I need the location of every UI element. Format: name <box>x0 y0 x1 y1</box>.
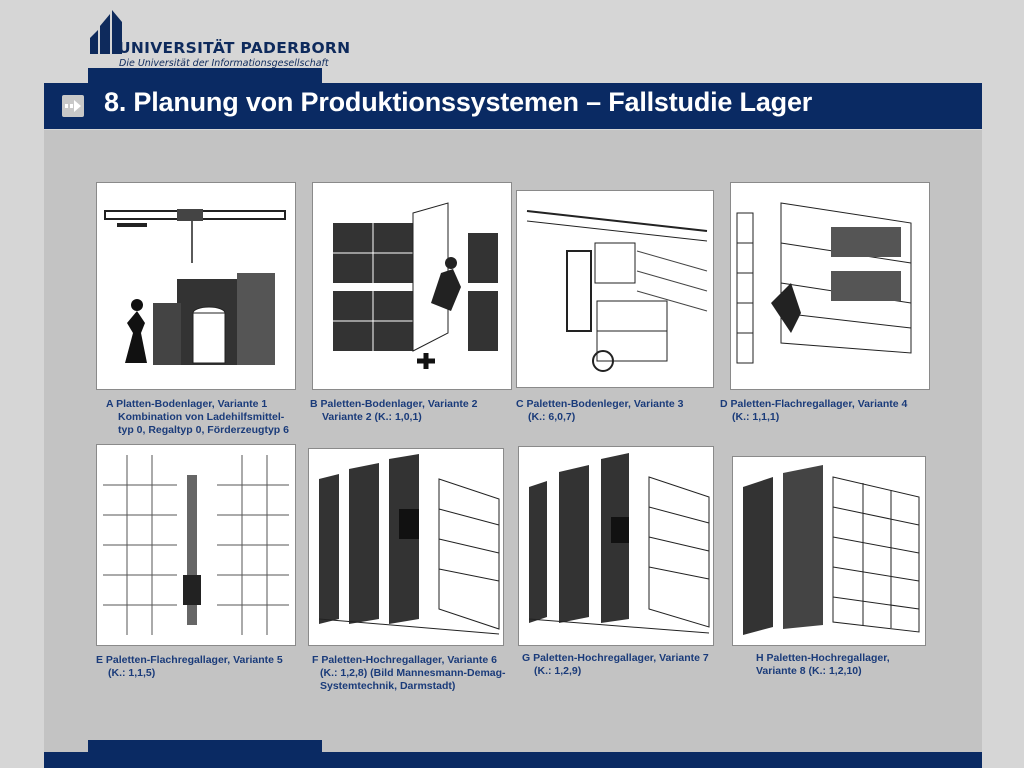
illustration-a <box>96 182 296 390</box>
title-bar: 8. Planung von Produktionssystemen – Fal… <box>44 83 982 129</box>
illustration-c-drawing <box>526 210 708 372</box>
caption-h: H Paletten-Hochregallager, Variante 8 (K… <box>756 652 890 678</box>
caption-a-line-3: typ 0, Regaltyp 0, Förderzeugtyp 6 <box>118 424 289 436</box>
caption-c-line-2: (K.: 6,0,7) <box>528 411 576 423</box>
illustration-d-drawing <box>736 202 912 364</box>
illustration-g-drawing <box>528 453 710 634</box>
arrow-right-icon <box>62 95 84 117</box>
caption-e: E Paletten-Flachregallager, Variante 5 (… <box>96 654 283 680</box>
caption-h-line-2: Variante 8 (K.: 1,2,10) <box>756 665 862 677</box>
illustration-e <box>96 444 296 646</box>
caption-b: B Paletten-Bodenlager, Variante 2 Varian… <box>310 398 477 424</box>
illustration-a-drawing <box>104 209 286 365</box>
caption-f-line-1: F Paletten-Hochregallager, Variante 6 <box>312 654 497 666</box>
university-tagline: Die Universität der Informationsgesellsc… <box>119 58 329 69</box>
university-logo-icon <box>90 10 122 54</box>
illustration-e-drawing <box>103 455 289 635</box>
caption-g-line-2: (K.: 1,2,9) <box>534 665 582 677</box>
page-title: 8. Planung von Produktionssystemen – Fal… <box>104 87 813 117</box>
caption-b-line-1: B Paletten-Bodenlager, Variante 2 <box>310 398 478 410</box>
illustration-g <box>518 446 714 646</box>
caption-g: G Paletten-Hochregallager, Variante 7 (K… <box>522 652 709 678</box>
caption-a-line-1: A Platten-Bodenlager, Variante 1 <box>106 398 268 410</box>
caption-d: D Paletten-Flachregallager, Variante 4 (… <box>720 398 907 424</box>
caption-f-line-2: (K.: 1,2,8) (Bild Mannesmann-Demag- <box>320 667 506 679</box>
header-accent-strip <box>88 68 322 83</box>
illustration-b-drawing <box>333 202 498 369</box>
caption-c: C Paletten-Bodenleger, Variante 3 (K.: 6… <box>516 398 683 424</box>
caption-f: F Paletten-Hochregallager, Variante 6 (K… <box>312 654 506 693</box>
caption-h-line-1: H Paletten-Hochregallager, <box>756 652 890 664</box>
caption-a-line-2: Kombination von Ladehilfsmittel- <box>118 411 285 423</box>
caption-e-line-2: (K.: 1,1,5) <box>108 667 156 679</box>
illustration-f-drawing <box>318 454 500 635</box>
caption-c-line-1: C Paletten-Bodenleger, Variante 3 <box>516 398 684 410</box>
illustration-b <box>312 182 512 390</box>
caption-d-line-1: D Paletten-Flachregallager, Variante 4 <box>720 398 908 410</box>
caption-g-line-1: G Paletten-Hochregallager, Variante 7 <box>522 652 709 664</box>
illustration-c <box>516 190 714 388</box>
caption-d-line-2: (K.: 1,1,1) <box>732 411 780 423</box>
caption-a: A Platten-Bodenlager, Variante 1 Kombina… <box>106 398 289 437</box>
footer-bar <box>44 752 982 768</box>
university-name: UNIVERSITÄT PADERBORN <box>118 39 351 57</box>
university-logo: UNIVERSITÄT PADERBORN Die Universität de… <box>88 8 350 69</box>
caption-b-line-2: Variante 2 (K.: 1,0,1) <box>322 411 422 423</box>
illustration-d <box>730 182 930 390</box>
caption-f-line-3: Systemtechnik, Darmstadt) <box>320 680 456 692</box>
illustration-h <box>732 456 926 646</box>
illustration-f <box>308 448 504 646</box>
footer-accent-strip <box>88 740 322 752</box>
illustration-h-drawing <box>743 465 920 635</box>
caption-e-line-1: E Paletten-Flachregallager, Variante 5 <box>96 654 283 666</box>
